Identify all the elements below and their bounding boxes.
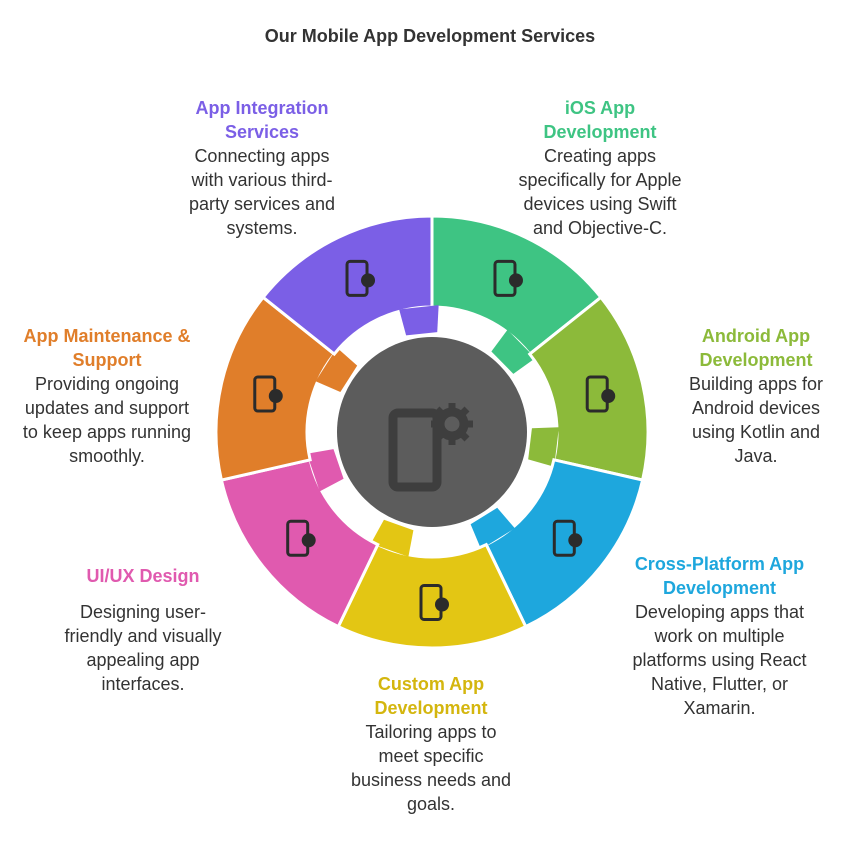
service-title: Android App Development (699, 326, 813, 370)
wheel-segment (219, 458, 380, 629)
service-cross-platform: Cross-Platform App Development Developin… (632, 552, 807, 720)
service-title: Cross-Platform App Development (634, 554, 805, 598)
segment-connector (306, 449, 344, 492)
service-description: Developing apps that work on multiple pl… (632, 602, 807, 718)
segment-connector (491, 329, 536, 374)
phone-apple-icon (493, 259, 523, 297)
service-custom: Custom App Development Tailoring apps to… (345, 672, 517, 816)
service-description: Building apps for Android devices using … (688, 374, 824, 466)
multi-device-icon (552, 519, 583, 557)
segment-connector (470, 507, 515, 550)
service-android: Android App Development Building apps fo… (670, 324, 842, 468)
phone-tools-icon (253, 375, 283, 413)
service-description: Creating apps specifically for Apple dev… (518, 146, 682, 238)
segment-connector (399, 305, 439, 336)
segment-icons (253, 259, 616, 621)
service-integration: App Integration Services Connecting apps… (178, 96, 346, 240)
service-description: Tailoring apps to meet specific business… (350, 722, 512, 814)
service-ios: iOS App Development Creating apps specif… (515, 96, 685, 240)
service-title: Custom App Development (374, 674, 488, 718)
phone-cloud-icon (345, 259, 376, 297)
service-title: App Integration Services (195, 98, 329, 142)
service-title: App Maintenance & Support (23, 326, 191, 370)
phone-cube-icon (585, 375, 616, 413)
service-description: Providing ongoing updates and support to… (22, 374, 192, 466)
phone-puzzle-icon (419, 584, 449, 621)
wheel-segment (484, 458, 645, 629)
segment-connector (370, 519, 414, 557)
service-title: iOS App Development (543, 98, 657, 142)
wheel-segment (336, 542, 528, 650)
design-profile-icon (286, 519, 316, 557)
segment-connector (315, 347, 358, 393)
service-maintenance: App Maintenance & Support Providing ongo… (22, 324, 192, 468)
service-description: Connecting apps with various third-party… (188, 146, 336, 238)
center-circle (337, 337, 527, 527)
service-title: UI/UX Design (86, 566, 200, 586)
service-uiux: UI/UX Design Designing user-friendly and… (58, 564, 228, 696)
segment-connector (528, 427, 559, 467)
wheel-segment (527, 295, 650, 482)
phone-gear-icon (388, 403, 473, 492)
diagram-title: Our Mobile App Development Services (264, 26, 596, 46)
service-description: Designing user-friendly and visually app… (64, 602, 222, 694)
